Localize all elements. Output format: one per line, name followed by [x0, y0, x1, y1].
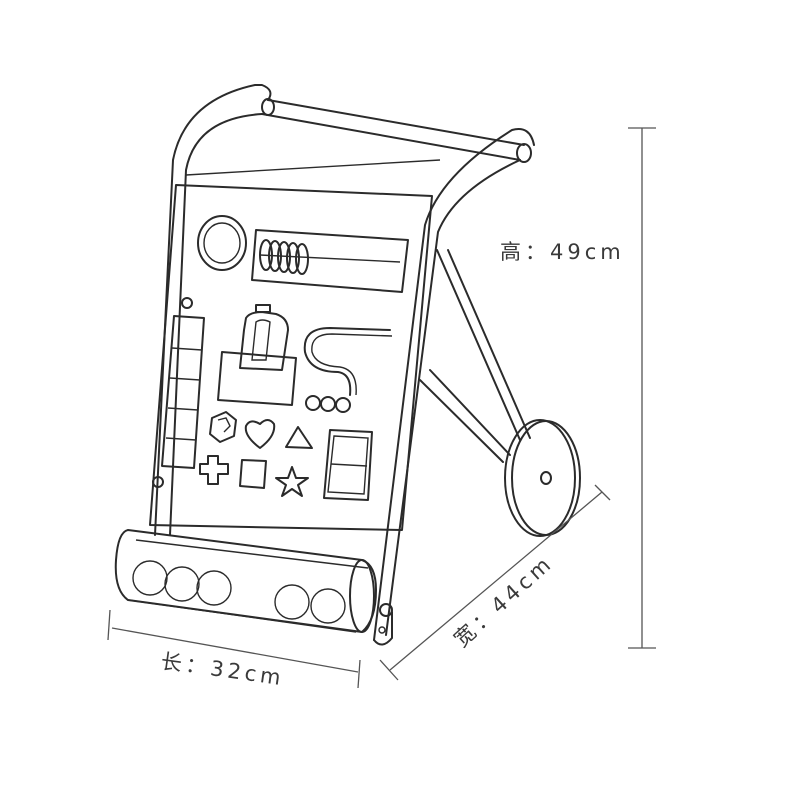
ball-roller: [114, 529, 393, 634]
shape-triangle: [285, 426, 313, 449]
shape-hexagon: [209, 411, 237, 443]
shape-square: [239, 459, 267, 489]
height-dimension: [628, 127, 656, 649]
width-dimension: [379, 484, 611, 681]
shape-cross: [199, 455, 229, 485]
roller-balls: [132, 560, 346, 624]
slider-strip: [152, 297, 205, 488]
handle-bar: [261, 98, 532, 163]
abacus-beads: [259, 239, 309, 275]
abacus: [251, 229, 409, 293]
lever-block: [217, 304, 297, 406]
shape-heart: [244, 419, 276, 449]
shape-star: [275, 466, 309, 497]
rotating-dial: [197, 215, 247, 271]
rear-frame: [419, 249, 531, 463]
activity-board: [149, 159, 441, 531]
right-frame: [373, 128, 535, 646]
width-label: 宽：44cm: [449, 550, 558, 651]
height-label: 高：49cm: [500, 240, 625, 264]
length-dimension: [107, 609, 361, 689]
left-frame: [154, 84, 272, 536]
sliding-door-panel: [323, 429, 373, 501]
rear-wheel: [504, 419, 581, 537]
bead-maze: [303, 327, 393, 413]
